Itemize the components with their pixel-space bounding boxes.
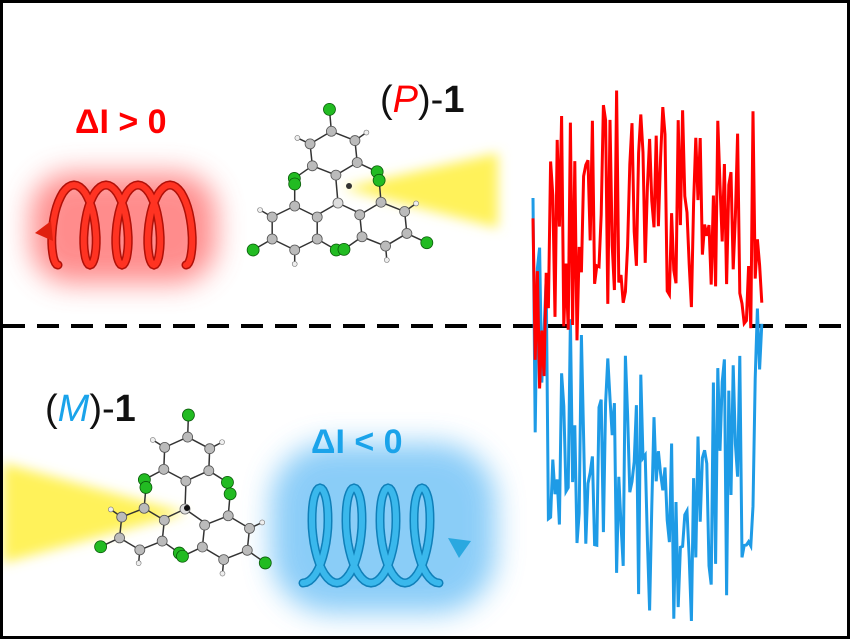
carbon-atom [222,510,234,522]
hydrogen-atom [259,519,266,526]
paren-open: ( [45,388,58,430]
chlorine-atom [420,236,434,250]
hydrogen-atom [257,207,263,213]
carbon-atom [158,463,170,475]
hydrogen-atom [294,135,301,141]
chlorine-atom [94,540,108,554]
chlorine-atom [246,243,260,257]
m-enantiomer-label: (M)-1 [45,388,136,431]
hydrogen-atom [363,129,370,136]
arrowhead-icon [448,538,471,558]
hydrogen-atom [219,439,225,445]
hydrogen-atom [384,257,390,263]
carbon-atom [266,233,278,245]
chlorine-atom [323,102,336,116]
chlorine-atom [337,242,351,256]
carbon-atom [289,200,301,212]
chlorine-atom [223,487,237,501]
carbon-atom [116,511,128,523]
hydrogen-atom [291,261,298,267]
carbon-atom [156,535,168,547]
compound-number: 1 [114,388,136,430]
helix-tube [300,484,442,587]
carbon-atom [244,522,255,534]
molecule-p-icon [246,102,434,267]
diagram-canvas [3,90,847,622]
hydrogen-atom [150,437,156,443]
carbon-atom [311,211,323,223]
hydrogen-atom [108,506,114,513]
red-signal-trace [531,90,764,389]
compound-number: 1 [443,79,465,121]
carbon-atom [306,160,318,172]
chlorine-atom [372,173,386,187]
chlorine-atom [182,408,195,422]
carbon-atom [325,125,337,137]
m-letter: M [57,388,90,430]
hydrogen-atom [413,200,419,207]
carbon-atom [199,519,211,531]
carbon-atom [354,209,366,221]
carbon-atom [351,157,363,168]
radical-dot [346,183,352,189]
chlorine-atom [221,475,234,489]
helix-tube [48,181,196,269]
light-beam-icon-p [343,153,498,228]
carbon-atom [182,431,194,443]
carbon-atom [138,502,150,514]
carbon-atom [204,443,216,455]
chlorine-atom [258,556,272,570]
carbon-atom [399,206,411,217]
paren-close: )- [418,79,444,121]
figure: ΔI > 0 ΔI < 0 (P)-1 (M)-1 [3,3,847,636]
paren-open: ( [380,79,393,121]
carbon-atom [289,244,301,256]
carbon-atom [114,532,125,544]
carbon-atom [196,541,208,553]
p-enantiomer-label: (P)-1 [380,79,464,122]
carbon-atom [134,544,146,556]
carbon-atom [349,135,361,146]
hydrogen-atom [219,570,226,577]
delta-i-positive-label: ΔI > 0 [75,103,167,141]
p-letter: P [392,79,419,121]
hydrogen-atom [135,560,142,566]
central-carbon [332,197,344,209]
radical-dot [184,505,190,511]
red-helix-icon [35,180,197,270]
carbon-atom [311,233,323,245]
chlorine-atom [176,549,189,563]
carbon-atom [330,169,342,181]
blue-helix-icon [298,483,471,588]
carbon-atom [266,211,278,223]
carbon-atom [203,465,215,477]
arrowhead-icon [35,221,53,241]
blue-signal-trace [531,197,764,622]
carbon-atom [218,554,230,565]
carbon-atom [180,475,192,487]
carbon-atom [356,231,368,243]
molecule-m-icon [94,408,272,577]
chlorine-atom [139,481,153,494]
chlorine-atom [288,177,302,191]
carbon-atom [401,228,413,239]
carbon-atom [304,138,316,150]
carbon-atom [158,514,170,526]
carbon-atom [159,441,171,453]
carbon-atom [380,240,391,252]
carbon-atom [241,544,253,556]
delta-i-negative-label: ΔI < 0 [311,423,403,461]
carbon-atom [375,196,387,208]
paren-close: )- [89,388,115,430]
light-beam-icon-m [3,463,186,563]
